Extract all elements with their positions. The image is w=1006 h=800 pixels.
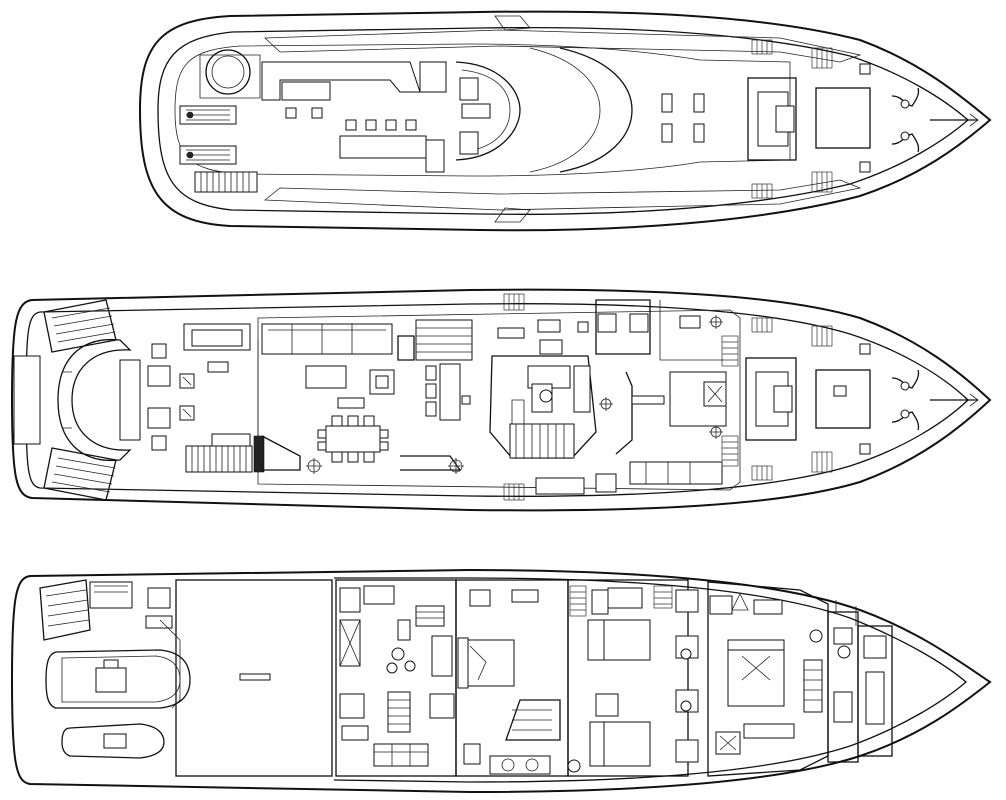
main-deck-bulwark [257, 309, 741, 491]
lower-deck-engine-room [175, 579, 333, 777]
main-deck-hull-outline [10, 288, 992, 512]
main-deck-interior-stairs [397, 319, 473, 421]
main-deck-anchor-windlass [891, 369, 920, 431]
sun-deck-plan [138, 10, 992, 232]
lower-deck-inner-hull [333, 577, 967, 783]
main-deck-aft-stairs [43, 299, 117, 501]
sun-deck-jacuzzi [205, 49, 251, 95]
sun-deck-loungers [179, 105, 237, 165]
main-deck-aft-stairs-down [185, 433, 265, 473]
main-deck-dining-table [317, 397, 389, 463]
lower-deck-hull-outline [10, 568, 992, 794]
main-deck-wheelhouse [577, 299, 727, 455]
sun-deck-settee [261, 61, 421, 101]
main-deck-fore-box [745, 357, 797, 441]
main-deck-fixtures [306, 315, 723, 474]
sun-deck-fore-hatch [815, 87, 871, 149]
main-deck-galley [489, 319, 597, 459]
sun-deck-fore-box [747, 77, 797, 161]
sun-deck-hull-outline [138, 10, 992, 232]
sun-deck-walkway-port [264, 29, 862, 63]
main-deck-aft-settee [57, 338, 132, 462]
lower-deck-plan [10, 568, 992, 794]
lower-deck-jetski [61, 723, 165, 759]
sun-deck-helm-console [455, 61, 521, 161]
sun-deck-hardtop-arc [559, 47, 633, 173]
sun-deck-bar-counter [339, 135, 427, 159]
sun-deck-inner-rail [157, 27, 969, 215]
main-deck-salon [257, 323, 395, 468]
lower-deck-vip-cabin [707, 581, 893, 777]
sun-deck-anchor-windlass [891, 87, 920, 153]
main-deck-inner-rail [25, 303, 969, 497]
main-deck-plan [10, 288, 992, 512]
main-deck-fore-hatch [815, 369, 871, 429]
lower-deck-tender [45, 649, 191, 709]
sun-deck-stairs [194, 171, 258, 193]
sun-deck-walkway-starboard [263, 179, 862, 211]
lower-deck-crew-quarters [335, 579, 457, 777]
lower-deck-guest-cabins [455, 579, 699, 777]
lower-deck-tender-garage [39, 579, 191, 759]
